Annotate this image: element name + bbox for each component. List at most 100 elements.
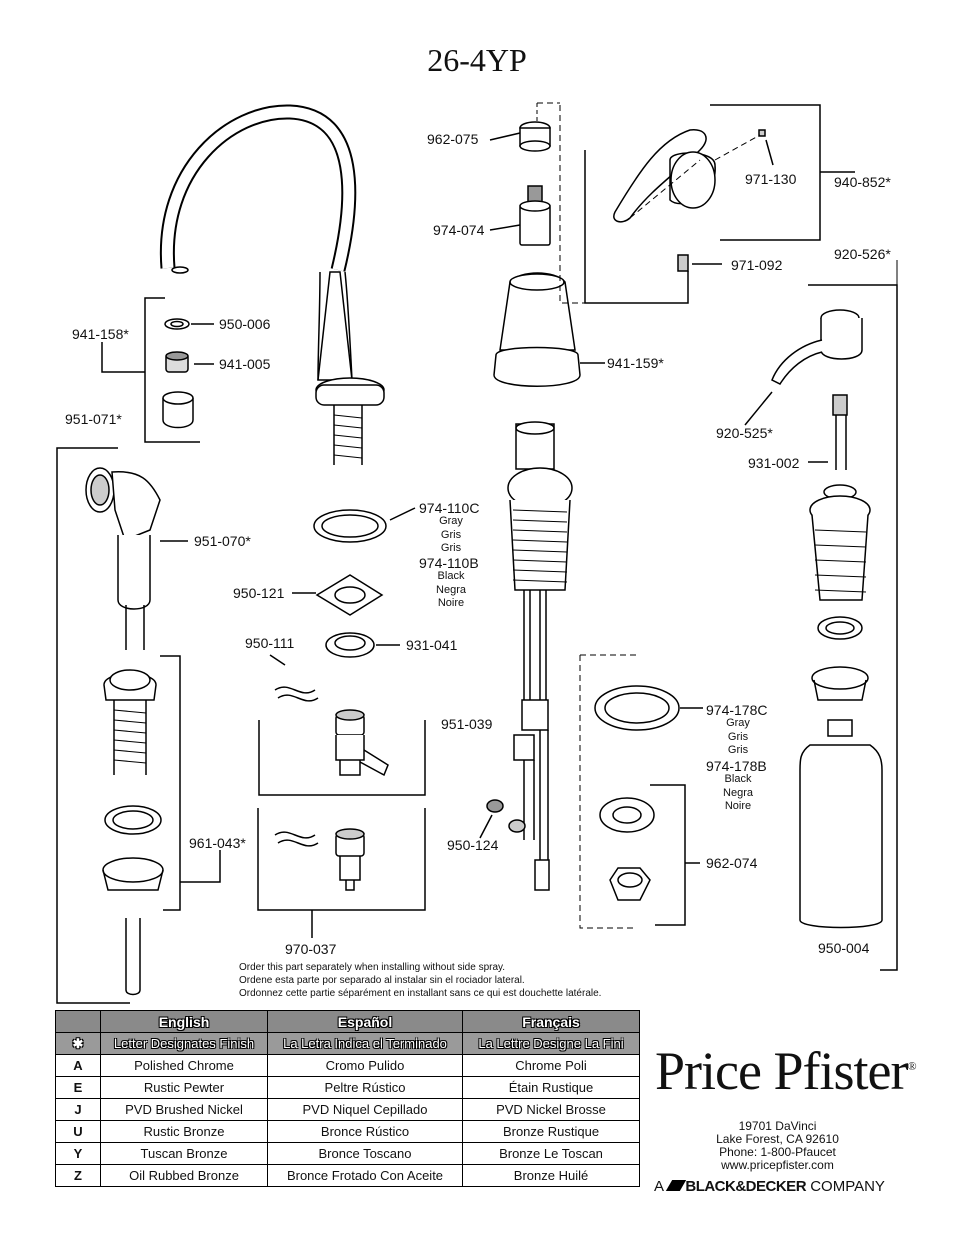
table-row: Z Oil Rubbed Bronze Bronce Frotado Con A… bbox=[55, 1164, 640, 1187]
table-row: J PVD Brushed Nickel PVD Niquel Cepillad… bbox=[55, 1098, 640, 1121]
finish-code: U bbox=[55, 1120, 101, 1143]
part-label-951-070: 951-070* bbox=[194, 533, 251, 549]
part-label-931-002: 931-002 bbox=[748, 455, 800, 471]
black-decker-icon bbox=[666, 1180, 687, 1191]
finish-code: J bbox=[55, 1098, 101, 1121]
table-row: E Rustic Pewter Peltre Rústico Étain Rus… bbox=[55, 1076, 640, 1099]
part-label-951-039: 951-039 bbox=[441, 716, 493, 732]
part-label-974-178c: 974-178C bbox=[706, 702, 768, 718]
table-cell: Chrome Poli bbox=[462, 1054, 640, 1077]
part-label-961-043: 961-043* bbox=[189, 835, 246, 851]
table-cell: Tuscan Bronze bbox=[100, 1142, 268, 1165]
finish-code: Y bbox=[55, 1142, 101, 1165]
website-line: www.pricepfister.com bbox=[721, 1158, 834, 1172]
table-cell: Bronce Frotado Con Aceite bbox=[267, 1164, 463, 1187]
company-suffix: COMPANY bbox=[810, 1178, 885, 1195]
parent-company-line: A BLACK&DECKER COMPANY bbox=[654, 1178, 885, 1195]
side-spray-note: Order this part separately when installi… bbox=[239, 961, 601, 1000]
table-cell: Peltre Rústico bbox=[267, 1076, 463, 1099]
header-francais: Français bbox=[462, 1010, 640, 1033]
part-label-971-092: 971-092 bbox=[731, 257, 783, 273]
spray-holder bbox=[102, 669, 164, 996]
soap-dispenser bbox=[771, 309, 883, 929]
exploded-parts-diagram bbox=[56, 102, 898, 1004]
spout bbox=[159, 104, 357, 274]
table-cell: La Letra Indica el Terminado bbox=[267, 1032, 463, 1055]
table-cell: Rustic Bronze bbox=[100, 1120, 268, 1143]
part-label-941-159: 941-159* bbox=[607, 355, 664, 371]
table-cell: Cromo Pulido bbox=[267, 1054, 463, 1077]
washer-950-124 bbox=[486, 799, 504, 813]
table-cell: PVD Brushed Nickel bbox=[100, 1098, 268, 1121]
finish-table: English Español Français ✱ Letter Design… bbox=[55, 1010, 640, 1187]
table-row: Y Tuscan Bronze Bronce Toscano Bronze Le… bbox=[55, 1142, 640, 1165]
finish-table-header: English Español Français bbox=[55, 1010, 640, 1033]
part-label-941-158: 941-158* bbox=[72, 326, 129, 342]
price-pfister-logo: Price Pfister® bbox=[655, 1040, 917, 1102]
screw-971-092 bbox=[677, 254, 689, 272]
table-cell: Bronze Rustique bbox=[462, 1120, 640, 1143]
part-label-971-130: 971-130 bbox=[745, 171, 797, 187]
logo-text: Price Pfister bbox=[655, 1041, 908, 1101]
escutcheon-941-159 bbox=[493, 272, 581, 387]
part-label-931-041: 931-041 bbox=[406, 637, 458, 653]
table-cell: Rustic Pewter bbox=[100, 1076, 268, 1099]
header-blank bbox=[55, 1010, 101, 1033]
part-label-974-110b: 974-110B bbox=[419, 555, 479, 571]
finish-code: Z bbox=[55, 1164, 101, 1187]
table-cell: Étain Rustique bbox=[462, 1076, 640, 1099]
part-label-962-074: 962-074 bbox=[706, 855, 758, 871]
note-line: Ordene esta parte por separado al instal… bbox=[239, 975, 525, 986]
finish-table-star-row: ✱ Letter Designates Finish La Letra Indi… bbox=[55, 1032, 640, 1055]
part-label-950-121: 950-121 bbox=[233, 585, 285, 601]
company-prefix: A bbox=[654, 1178, 664, 1195]
plate-950-121 bbox=[315, 574, 384, 616]
set-screw-971-130 bbox=[758, 129, 766, 137]
table-cell: PVD Nickel Brosse bbox=[462, 1098, 640, 1121]
part-label-950-111: 950-111 bbox=[245, 635, 295, 651]
table-cell: Bronze Le Toscan bbox=[462, 1142, 640, 1165]
address-line: Lake Forest, CA 92610 bbox=[716, 1132, 839, 1146]
table-cell: Bronce Rústico bbox=[267, 1120, 463, 1143]
registered-mark: ® bbox=[907, 1059, 916, 1073]
page-title: 26-4YP bbox=[427, 42, 527, 78]
company-name: BLACK&DECKER bbox=[685, 1178, 807, 1195]
table-row: A Polished Chrome Cromo Pulido Chrome Po… bbox=[55, 1054, 640, 1077]
part-label-974-110c: 974-110C bbox=[419, 500, 480, 516]
address-line: 19701 DaVinci bbox=[738, 1119, 817, 1133]
asterisk-icon: ✱ bbox=[55, 1032, 101, 1055]
part-label-950-004: 950-004 bbox=[818, 940, 870, 956]
part-label-950-124: 950-124 bbox=[447, 837, 499, 853]
table-cell: PVD Niquel Cepillado bbox=[267, 1098, 463, 1121]
part-label-940-852: 940-852* bbox=[834, 174, 891, 190]
phone-line: Phone: 1-800-Pfaucet bbox=[719, 1145, 836, 1159]
header-english: English bbox=[100, 1010, 268, 1033]
table-cell: Polished Chrome bbox=[100, 1054, 268, 1077]
part-label-962-075: 962-075 bbox=[427, 131, 479, 147]
header-espanol: Español bbox=[267, 1010, 463, 1033]
note-line: Order this part separately when installi… bbox=[239, 962, 506, 973]
part-label-974-074: 974-074 bbox=[433, 222, 485, 238]
part-label-974-178b: 974-178B bbox=[706, 758, 767, 774]
table-cell: La Lettre Designe La Fini bbox=[462, 1032, 640, 1055]
table-cell: Oil Rubbed Bronze bbox=[100, 1164, 268, 1187]
part-label-951-071: 951-071* bbox=[65, 411, 122, 427]
part-label-920-525: 920-525* bbox=[716, 425, 773, 441]
side-spray bbox=[85, 467, 161, 650]
part-label-970-037: 970-037 bbox=[285, 941, 337, 957]
table-cell: Bronce Toscano bbox=[267, 1142, 463, 1165]
valve-body bbox=[507, 421, 573, 891]
handle bbox=[613, 129, 766, 272]
diverter-951-039 bbox=[274, 686, 389, 777]
faucet-body bbox=[315, 271, 385, 465]
cartridge bbox=[519, 121, 551, 246]
part-label-950-006: 950-006 bbox=[219, 316, 271, 332]
washer-962-074 bbox=[599, 797, 655, 833]
finish-code: E bbox=[55, 1076, 101, 1099]
adapter bbox=[162, 398, 194, 429]
washer-950-006 bbox=[164, 318, 190, 330]
